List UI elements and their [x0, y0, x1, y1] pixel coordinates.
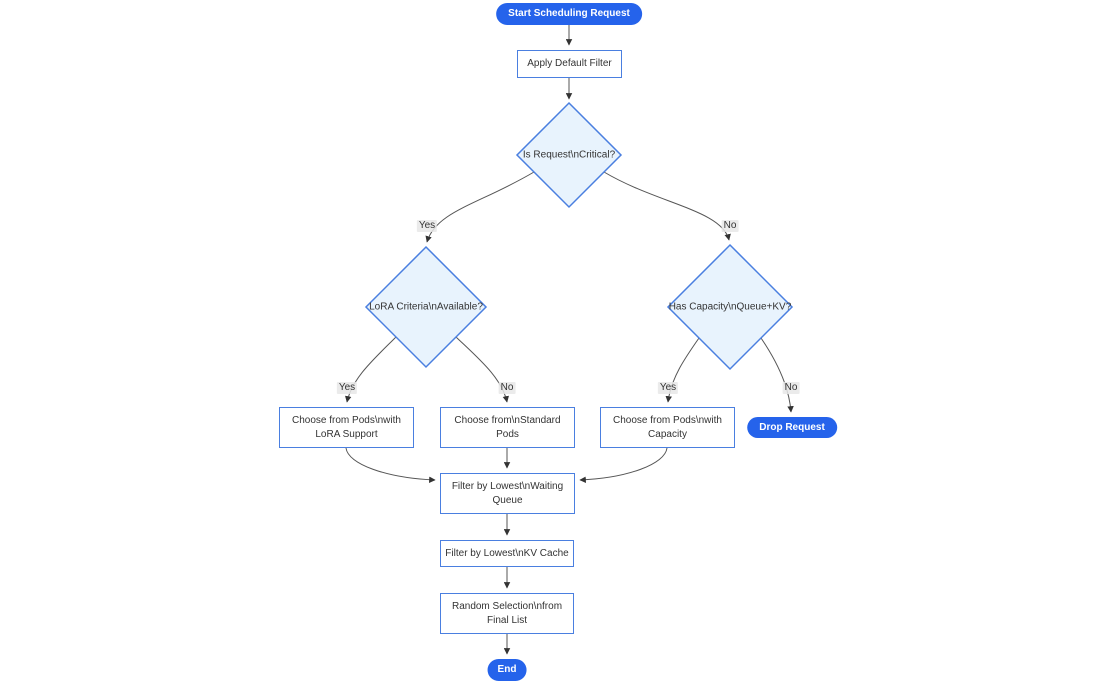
node-has-capacity-label: Has Capacity\nQueue+KV?: [668, 301, 792, 313]
edge-label-critical-no: No: [721, 220, 739, 232]
edge-choose-lora-to-filter-queue: [345, 447, 436, 484]
edge-label-lora-no: No: [498, 382, 516, 394]
edge-label-lora-yes: Yes: [336, 382, 358, 394]
node-apply-default-filter: Apply Default Filter: [517, 50, 622, 78]
node-is-critical-label: Is Request\nCritical?: [522, 149, 616, 161]
edge-capacity-yes-to-choose-capacity: [665, 337, 700, 403]
node-drop-request: Drop Request: [747, 417, 837, 438]
node-choose-standard-pods: Choose from\nStandard Pods: [440, 407, 575, 448]
node-choose-capacity-pods: Choose from Pods\nwith Capacity: [600, 407, 735, 448]
edge-choose-capacity-to-filter-queue: [579, 447, 668, 484]
decision-has-capacity-shape: [666, 243, 794, 371]
node-random-selection: Random Selection\nfrom Final List: [440, 593, 574, 634]
node-filter-waiting-queue: Filter by Lowest\nWaiting Queue: [440, 473, 575, 514]
edge-label-capacity-no: No: [782, 382, 800, 394]
node-filter-kv-cache: Filter by Lowest\nKV Cache: [440, 540, 574, 567]
edge-lora-yes-to-choose-lora: [345, 336, 397, 403]
edge-capacity-no-to-drop: [760, 337, 794, 413]
decision-is-critical-shape: [515, 101, 623, 209]
edge-label-critical-yes: Yes: [416, 220, 438, 232]
edge-lora-no-to-choose-standard: [455, 336, 509, 403]
edge-label-capacity-yes: Yes: [657, 382, 679, 394]
node-lora-available-label: LoRA Criteria\nAvailable?: [369, 301, 483, 313]
node-choose-lora-pods: Choose from Pods\nwith LoRA Support: [279, 407, 414, 448]
edge-critical-no-to-capacity: [603, 171, 731, 241]
edge-critical-yes-to-lora: [425, 171, 535, 243]
node-end: End: [487, 659, 527, 681]
decision-lora-available-shape: [364, 245, 488, 369]
node-start: Start Scheduling Request: [496, 3, 642, 25]
